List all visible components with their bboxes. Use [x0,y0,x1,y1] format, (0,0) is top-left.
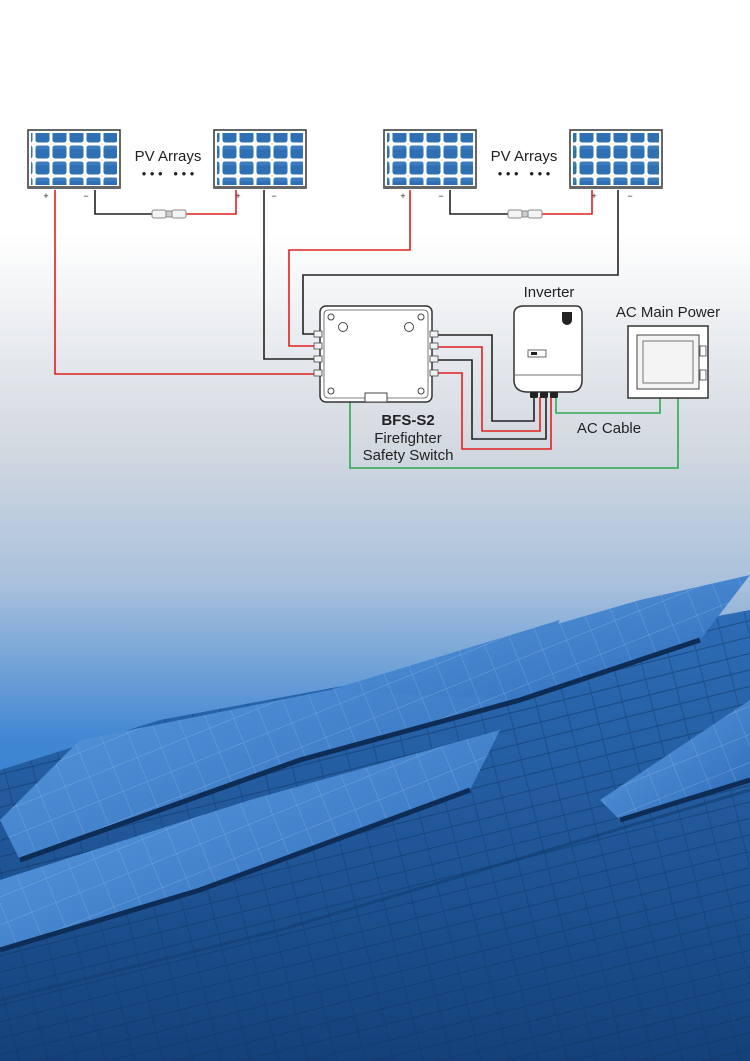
mc4-connector-left [151,209,187,219]
terminal-plus: + [235,191,240,201]
left-negative-run [263,190,320,360]
mc4-connector-right [507,209,543,219]
pv-arrays-label-right: PV Arrays [491,148,558,165]
switch-inv-neg-2 [432,359,547,440]
firefighter-switch-box [313,305,439,403]
dc-wiring [54,190,619,450]
terminal-minus: − [83,191,88,201]
right-positive-run [288,190,411,347]
switch-inv-pos-2 [432,372,552,450]
left-string-link-neg [94,190,152,215]
pv-panel-2 [213,129,307,189]
inverter-logo-icon [562,312,572,325]
switch-inv-neg-1 [432,334,535,422]
left-string-link-pos [186,190,237,215]
switch-model-label: BFS-S2 [381,412,434,429]
ac-main-power-box [627,325,709,399]
pv-panel-4 [569,129,663,189]
terminal-plus: + [591,191,596,201]
switch-name-line2: Safety Switch [363,447,454,464]
ac-control-loop [349,398,679,469]
terminal-plus: + [400,191,405,201]
terminal-plus: + [43,191,48,201]
pv-panel-3 [383,129,477,189]
ac-main-power-label: AC Main Power [616,304,720,321]
switch-name-line1: Firefighter [374,430,442,447]
terminal-minus: − [271,191,276,201]
right-string-link-neg [449,190,508,215]
terminal-minus: − [627,191,632,201]
ac-cable-inverter [555,398,661,414]
inverter-label: Inverter [524,284,575,301]
pv-arrays-label-left: PV Arrays [135,148,202,165]
pv-arrays-dots-right: • • • • • • [498,166,551,181]
terminal-marks: + − + − + − + − [43,191,632,201]
switch-inv-pos-1 [432,346,541,432]
roof-illustration [0,575,750,1061]
terminal-minus: − [438,191,443,201]
right-negative-run [302,190,619,335]
inverter [513,305,583,398]
ac-cable-label: AC Cable [577,420,641,437]
ac-wiring [349,398,679,469]
inverter-display [527,349,547,358]
right-string-link-pos [542,190,593,215]
left-positive-run [54,190,320,375]
pv-panel-1 [27,129,121,189]
pv-arrays-dots-left: • • • • • • [142,166,195,181]
